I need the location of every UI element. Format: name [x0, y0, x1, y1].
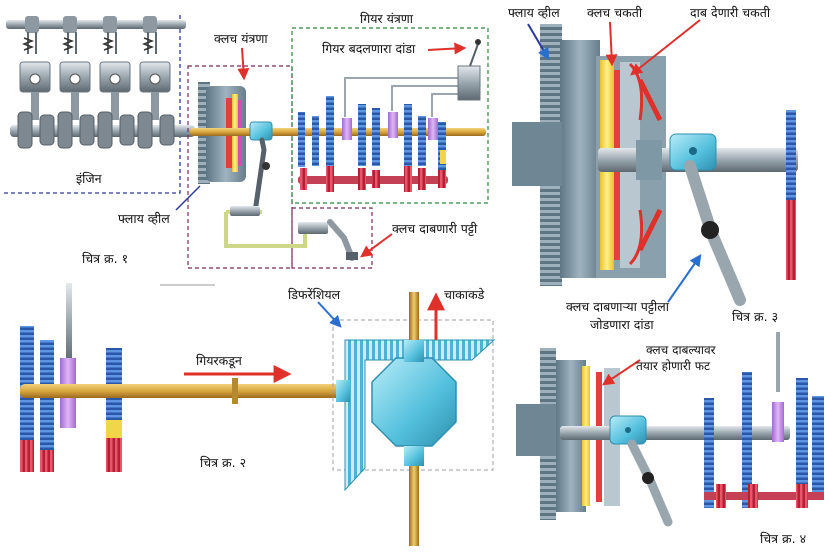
- pedal-pointer-arrow-1: [360, 233, 393, 258]
- crankshaft: [10, 111, 195, 149]
- flywheel-pointer-arrow-3: [527, 23, 550, 61]
- figure-2: [20, 283, 496, 546]
- gap-pointer-arrow: [602, 359, 641, 386]
- release-fork-1: [252, 137, 267, 215]
- figure-1: [4, 14, 489, 269]
- engine-frame: [4, 14, 181, 194]
- engine-label: इंजिन: [76, 171, 102, 186]
- differential-pointer-arrow: [317, 301, 342, 328]
- clutch-system-label: क्लच यंत्रणा: [214, 31, 268, 46]
- connecting-rod-pointer-arrow: [667, 254, 702, 303]
- figure-2-caption: चित्र क्र. २: [200, 455, 247, 470]
- flywheel-label-3: फ्लाय व्हील: [508, 5, 560, 20]
- axle-shaft-top: [409, 292, 419, 362]
- gap-label-line2: तयार होणारी फट: [636, 359, 711, 373]
- clutch-pedal-label: क्लच दाबणारी पट्टी: [392, 221, 478, 236]
- differential-housing: [371, 357, 457, 447]
- differential-label: डिफरेंशियल: [288, 287, 341, 302]
- from-gear-label: गियरकडून: [196, 353, 242, 368]
- figure-3: [512, 19, 798, 306]
- to-wheels-label: चाकाकडे: [444, 287, 485, 302]
- clutch-plate-label: क्लच चकती: [587, 5, 643, 20]
- gear-shift-rod-label: गियर बदलणारा दांडा: [322, 41, 416, 56]
- pressure-plate-pointer-arrow: [630, 19, 701, 76]
- flywheel-pointer-arrow-1: [175, 185, 201, 211]
- gear-shift-pointer-arrow: [427, 42, 467, 55]
- ring-gear: [344, 339, 496, 492]
- camshaft: [6, 16, 186, 33]
- flywheel-label-1: फ्लाय व्हील: [118, 211, 170, 226]
- clutch-pedal-1: [327, 219, 355, 261]
- gear-system-label: गियर यंत्रणा: [360, 11, 414, 26]
- gearbox-1: [298, 96, 448, 192]
- output-shaft-2: [20, 384, 345, 398]
- gear-system-frame: [291, 27, 489, 204]
- clutch-system-pointer-arrow: [237, 47, 250, 81]
- connecting-rod-label-line2: जोडणारा दांडा: [590, 317, 654, 332]
- gear-shift-lever-1: [457, 65, 481, 101]
- engine-cylinders: [19, 32, 171, 120]
- axle-shaft-bottom: [409, 446, 419, 546]
- connecting-rod-label-line1: क्लच दाबणाऱ्या पट्टीला: [566, 299, 669, 314]
- pressure-plate-label: दाब देणारी चकती: [690, 5, 771, 20]
- release-collar-1: [249, 121, 273, 141]
- gap-label-line1: क्लच दाबल्यावर: [646, 343, 716, 357]
- gear-shift-rods-1: [344, 77, 460, 117]
- figure-1-caption: चित्र क्र. १: [82, 251, 129, 266]
- clutch-plate-pointer-arrow: [605, 21, 618, 67]
- figure-4: [516, 332, 824, 527]
- figure-4-caption: चित्र क्र. ४: [760, 531, 807, 546]
- figure-3-caption: चित्र क्र. ३: [732, 309, 779, 324]
